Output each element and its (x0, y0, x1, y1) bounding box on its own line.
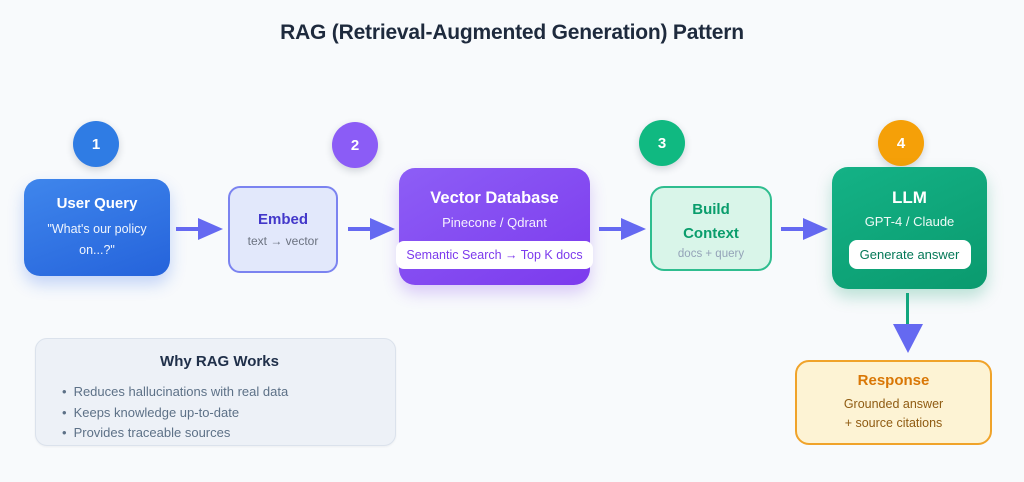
node-subtitle: Pinecone / Qdrant (442, 214, 547, 230)
semantic-search-badge: Semantic Search → Top K docs (396, 240, 593, 269)
bullet-icon: • (62, 384, 67, 399)
panel-title: Why RAG Works (160, 353, 279, 370)
node-llm: LLM GPT-4 / Claude Generate answer (832, 167, 987, 289)
step-number: 2 (350, 136, 360, 154)
node-vector-database: Vector Database Pinecone / Qdrant Semant… (396, 168, 593, 285)
node-embed: Embed text → vector (228, 186, 338, 273)
step-number: 4 (896, 134, 906, 152)
step-badge-2: 2 (332, 122, 378, 168)
node-title: LLM (892, 187, 927, 207)
arrow-right-icon (599, 218, 647, 240)
step-badge-4: 4 (878, 120, 924, 166)
node-subtitle: docs + query (677, 247, 745, 260)
node-build-context: Build Context docs + query (650, 186, 772, 271)
arrow-right-icon (176, 218, 224, 240)
list-item: • Reduces hallucinations with real data (62, 382, 377, 403)
bullet-text: Provides traceable sources (73, 425, 231, 440)
node-subtitle: Grounded answer + source citations (844, 395, 943, 433)
page-title: RAG (Retrieval-Augmented Generation) Pat… (280, 21, 744, 44)
node-response: Response Grounded answer + source citati… (795, 360, 992, 445)
node-subtitle: text → vector (247, 234, 319, 248)
node-title: Response (857, 372, 930, 389)
step-badge-1: 1 (73, 121, 119, 167)
arrow-down-icon (893, 324, 923, 353)
response-line-2: + source citations (844, 416, 943, 430)
step-badge-3: 3 (639, 120, 685, 166)
node-user-query: User Query "What's our policy on...?" (24, 179, 170, 276)
bullet-text: Keeps knowledge up-to-date (73, 404, 240, 420)
bullet-icon: • (62, 425, 67, 440)
node-title: Vector Database (430, 188, 559, 207)
bullet-text: Reduces hallucinations with real data (73, 384, 289, 399)
step-number: 3 (657, 134, 667, 152)
arrow-down-stem (906, 293, 909, 326)
generate-answer-badge: Generate answer (848, 239, 971, 269)
list-item: • Provides traceable sources (62, 423, 377, 444)
step-number: 1 (91, 135, 101, 153)
node-title: User Query (56, 194, 138, 212)
list-item: • Keeps knowledge up-to-date (62, 403, 377, 424)
node-title: Build Context (683, 200, 739, 242)
bullet-icon: • (62, 404, 67, 420)
why-rag-works-panel: Why RAG Works • Reduces hallucinations w… (35, 338, 396, 446)
arrow-right-icon (348, 218, 396, 240)
node-title: Embed (257, 211, 308, 228)
arrow-right-icon (781, 218, 829, 240)
node-subtitle: "What's our policy on...?" (47, 221, 147, 257)
response-line-1: Grounded answer (843, 397, 944, 411)
node-subtitle: GPT-4 / Claude (864, 213, 955, 229)
